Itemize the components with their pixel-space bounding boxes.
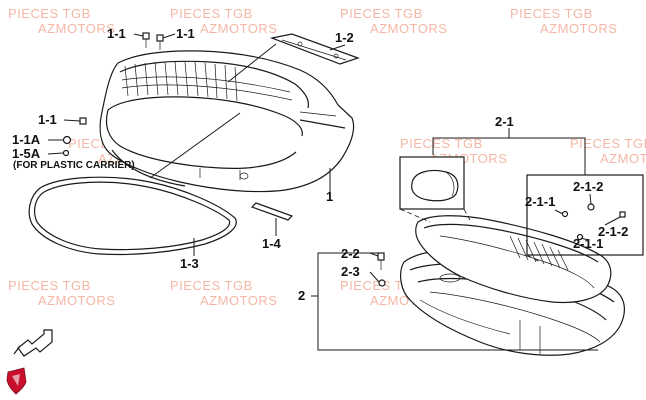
label-2-1: 2-1 xyxy=(495,114,514,129)
label-1-1-side: 1-1 xyxy=(38,112,57,127)
label-1: 1 xyxy=(326,189,333,204)
label-2-3: 2-3 xyxy=(341,264,360,279)
watermark-line1: PIECES TGB xyxy=(170,6,253,21)
bracket-2 xyxy=(317,252,598,351)
bracket-2-1 xyxy=(399,128,586,263)
watermark-line1: PIECES TGB xyxy=(570,136,646,151)
label-2-1-1-top: 2-1-1 xyxy=(525,194,555,209)
watermark-line2: AZMOTORS xyxy=(370,21,447,36)
cushion-pad xyxy=(399,156,465,210)
orientation-arrow-icon xyxy=(13,329,53,357)
inner-tray xyxy=(415,215,612,304)
base-screw xyxy=(377,252,386,287)
label-plastic-carrier-note: (FOR PLASTIC CARRIER) xyxy=(13,160,135,171)
watermark-line2: AZMOTORS xyxy=(200,21,277,36)
label-2-1-2-bottom: 2-1-2 xyxy=(598,224,628,239)
leader-lines xyxy=(47,33,621,297)
screw-top-left xyxy=(142,32,150,48)
label-1-4: 1-4 xyxy=(262,236,282,251)
watermark-line2: AZMOTORS xyxy=(38,21,115,36)
watermark-line2: AZMOTORS xyxy=(200,293,277,308)
watermark-line1: PIECES TGB xyxy=(8,278,91,293)
label-1-1-top-right: 1-1 xyxy=(176,26,195,41)
label-1-1-top-left: 1-1 xyxy=(107,26,126,41)
watermark-line2: AZMOTORS xyxy=(540,21,617,36)
lid-gasket xyxy=(28,176,237,256)
screw-top-right xyxy=(156,34,164,50)
watermark-line2: AZMOTORS xyxy=(38,293,115,308)
top-case-lid xyxy=(99,50,355,193)
lid-top-trim xyxy=(269,33,360,65)
watermark-line2: AZMOTORS xyxy=(600,151,646,166)
watermark-line1: PIECES TGB xyxy=(340,6,423,21)
rubber-strip xyxy=(250,202,294,221)
label-2: 2 xyxy=(298,288,305,303)
label-2-1-1-bottom: 2-1-1 xyxy=(573,236,603,251)
label-1-1a: 1-1A xyxy=(12,132,41,147)
label-1-3: 1-3 xyxy=(180,256,199,271)
tgb-shield-logo-icon xyxy=(6,367,27,395)
label-1-2: 1-2 xyxy=(335,30,354,45)
watermark-line1: PIECES TGB xyxy=(170,278,253,293)
callout-labels: 1-1 1-1 1-2 1-1 1-1A 1-5A (FOR PLASTIC C… xyxy=(12,26,628,303)
label-2-2: 2-2 xyxy=(341,246,360,261)
label-1-5a: 1-5A xyxy=(12,146,41,161)
watermark-line1: PIECES TGB xyxy=(8,6,91,21)
watermark-line1: PIECES TGB xyxy=(510,6,593,21)
watermark-line1: PIECES TGB xyxy=(400,136,483,151)
label-2-1-2-top: 2-1-2 xyxy=(573,179,603,194)
